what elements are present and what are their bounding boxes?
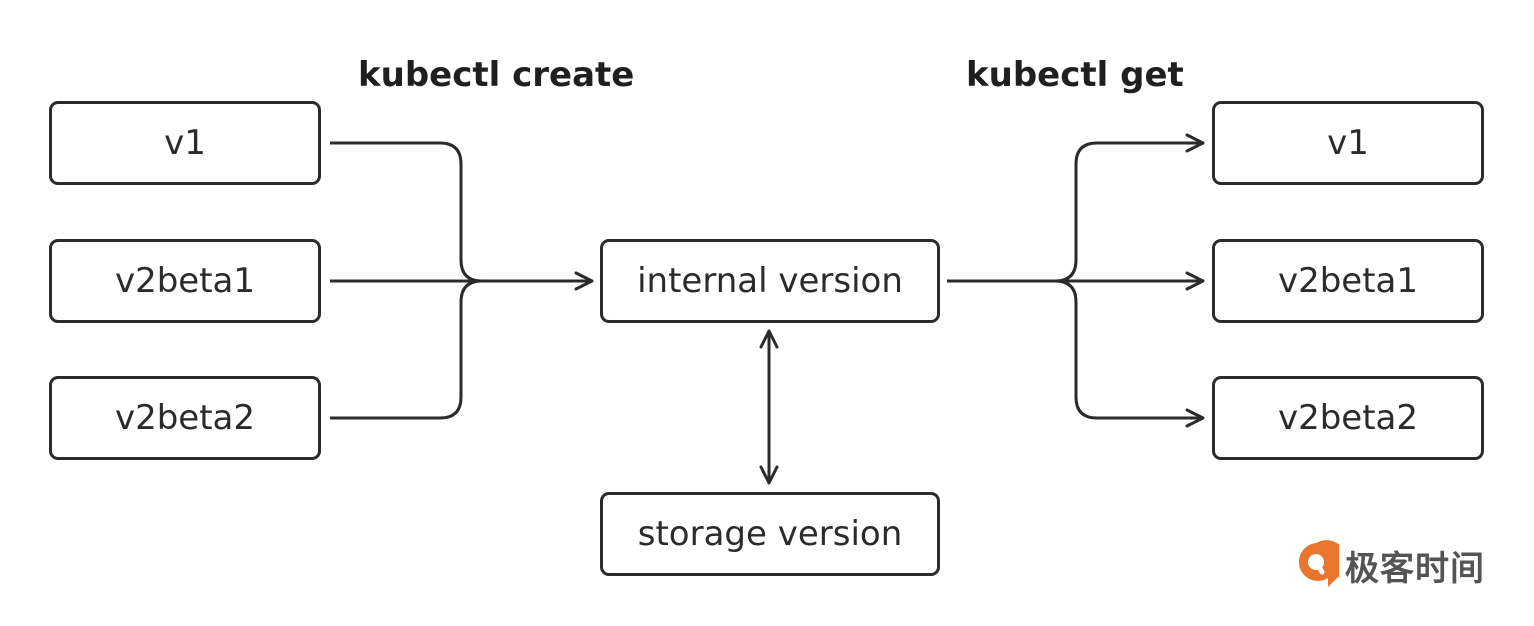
output-node-v1: v1 — [1212, 101, 1484, 185]
arrow-internal-to-v2beta2 — [1054, 279, 1205, 428]
geektime-logo-icon — [1298, 540, 1339, 587]
internal-version-node: internal version — [600, 239, 940, 323]
storage-version-node: storage version — [600, 492, 940, 576]
connector-v2beta2-to-internal — [330, 279, 483, 420]
output-node-v2beta2: v2beta2 — [1212, 376, 1484, 460]
kubectl-get-label: kubectl get — [966, 55, 1184, 95]
geektime-watermark: 极客时间 — [1293, 540, 1485, 590]
input-node-v2beta2: v2beta2 — [49, 376, 321, 460]
connector-v1-to-internal — [330, 141, 483, 283]
output-node-v2beta1: v2beta1 — [1212, 239, 1484, 323]
input-node-v2beta1: v2beta1 — [49, 239, 321, 323]
input-node-v1: v1 — [49, 101, 321, 185]
arrow-internal-to-v1 — [1054, 133, 1205, 283]
kubectl-create-label: kubectl create — [358, 55, 635, 95]
geektime-watermark-text: 极客时间 — [1345, 548, 1485, 589]
